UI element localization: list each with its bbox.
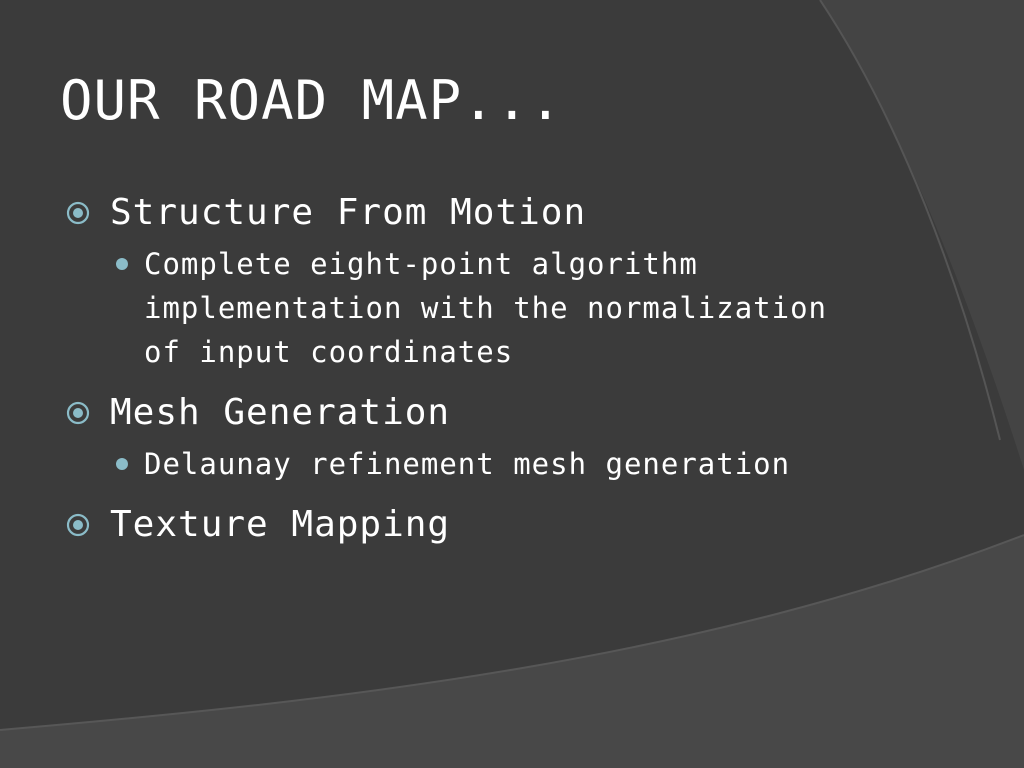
bullet-list: Structure From Motion Complete eight-poi… bbox=[66, 188, 846, 550]
target-circle-icon bbox=[66, 513, 90, 537]
dot-icon bbox=[116, 458, 128, 470]
sub-bullet-text: Complete eight-point algorithm implement… bbox=[144, 247, 828, 369]
slide-title: OUR ROAD MAP... bbox=[60, 69, 563, 132]
sub-list-item: Complete eight-point algorithm implement… bbox=[116, 242, 844, 374]
dot-icon bbox=[116, 258, 128, 270]
sub-list-item: Delaunay refinement mesh generation bbox=[116, 442, 844, 486]
target-circle-icon bbox=[66, 201, 90, 225]
bullet-text: Mesh Generation bbox=[110, 392, 451, 433]
list-item: Texture Mapping bbox=[66, 500, 846, 550]
list-item: Mesh Generation bbox=[66, 388, 846, 438]
target-circle-icon bbox=[66, 401, 90, 425]
bullet-text: Structure From Motion bbox=[110, 192, 587, 233]
sub-bullet-text: Delaunay refinement mesh generation bbox=[144, 447, 791, 481]
bullet-text: Texture Mapping bbox=[110, 504, 451, 545]
list-item: Structure From Motion bbox=[66, 188, 846, 238]
